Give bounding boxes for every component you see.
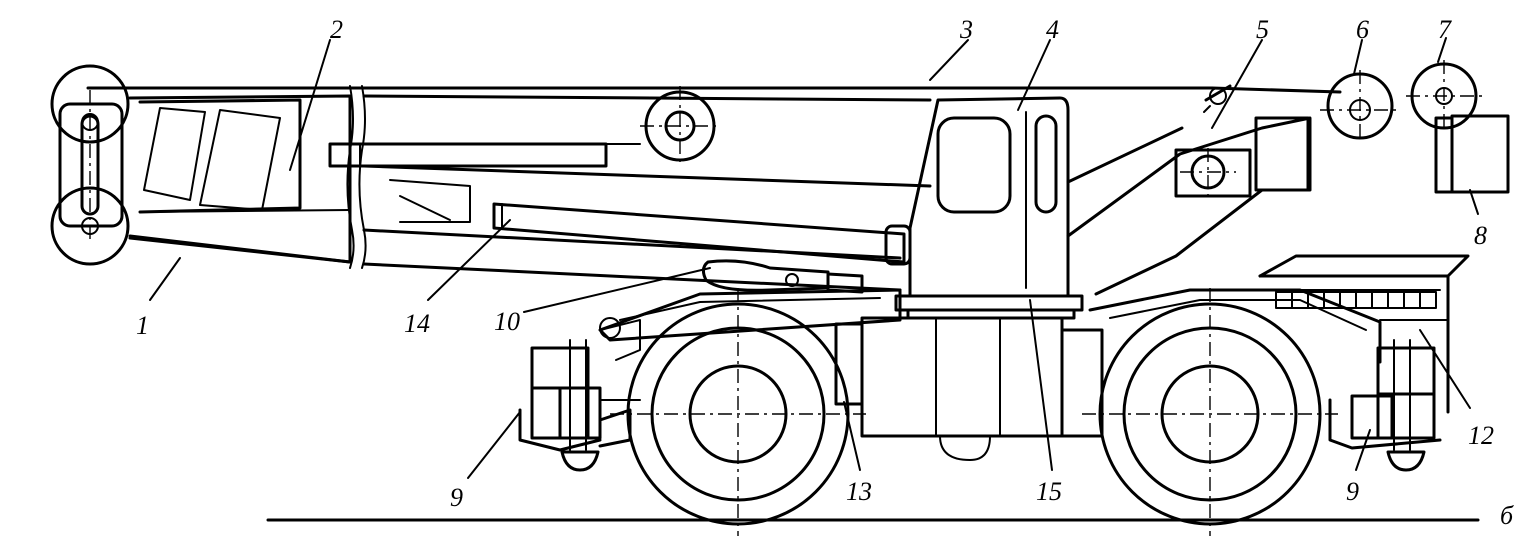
superstructure	[1066, 84, 1312, 296]
callout-6: 6	[1356, 15, 1369, 44]
outrigger-left	[518, 317, 641, 472]
callout-12: 12	[1468, 421, 1494, 450]
boom-head-sheaves	[50, 64, 130, 266]
callout-5: 5	[1256, 15, 1269, 44]
callout-1: 1	[136, 311, 149, 340]
callout-8: 8	[1474, 221, 1487, 250]
leader-lines	[149, 37, 1479, 479]
turntable	[894, 294, 1084, 320]
winch-drums	[1320, 60, 1510, 194]
callout-ground-b: б	[1500, 501, 1514, 530]
callout-labels: 1 2 3 4 5 6 7 8 9 9 10 12 13 14 15 б	[136, 15, 1514, 530]
callout-10: 10	[494, 307, 520, 336]
boom	[86, 85, 1342, 292]
front-wheel	[610, 288, 866, 536]
callout-13: 13	[846, 477, 872, 506]
callout-7: 7	[1438, 15, 1452, 44]
callout-9-right: 9	[1346, 477, 1359, 506]
callout-2: 2	[330, 15, 343, 44]
callout-4: 4	[1046, 15, 1059, 44]
outrigger-right	[1328, 339, 1442, 472]
callout-9-left: 9	[450, 483, 463, 512]
cab	[908, 96, 1070, 298]
hydraulic-cylinder	[701, 259, 864, 294]
callout-3: 3	[959, 15, 973, 44]
chassis	[598, 254, 1470, 461]
boom-pulley	[640, 86, 720, 166]
callout-14: 14	[404, 309, 430, 338]
radiator-grille	[1275, 291, 1437, 309]
callout-15: 15	[1036, 477, 1062, 506]
rear-wheel	[1082, 288, 1338, 536]
